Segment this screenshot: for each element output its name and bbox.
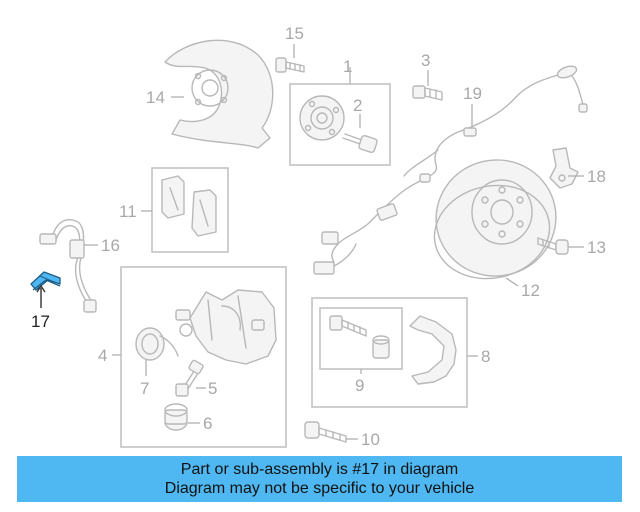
part-8-caliper-bracket[interactable] [409, 315, 457, 385]
part-11-brake-pads[interactable] [161, 175, 217, 237]
callout-18: 18 [587, 167, 606, 186]
leader-lines [36, 44, 584, 440]
part-14-backing-plate[interactable] [164, 39, 274, 149]
part-5-bleeder-screw[interactable] [175, 359, 204, 397]
part-7-boot[interactable] [135, 327, 179, 361]
part-12-brake-rotor[interactable] [425, 149, 566, 289]
callout-15: 15 [285, 24, 304, 43]
callout-16: 16 [101, 236, 120, 255]
part-18-speed-sensor[interactable] [549, 147, 579, 189]
callout-2: 2 [353, 96, 362, 115]
callout-19: 19 [463, 84, 482, 103]
part-4-caliper[interactable] [175, 289, 277, 365]
banner-line-part: Part or sub-assembly is #17 in diagram [180, 461, 459, 478]
callout-1: 1 [343, 57, 352, 76]
part-6-cap[interactable] [164, 403, 188, 431]
part-10-bolt[interactable] [304, 421, 347, 443]
callout-11: 11 [119, 202, 137, 221]
callout-17: 17 [31, 312, 50, 331]
part-1-hub[interactable] [299, 95, 345, 141]
callout-14: 14 [146, 88, 165, 107]
group-box-4 [120, 266, 287, 448]
callout-3: 3 [421, 51, 430, 70]
group-box-11 [151, 167, 229, 253]
callout-8: 8 [481, 347, 490, 366]
part-15-bolt[interactable] [275, 57, 305, 73]
part-3-bolt[interactable] [412, 85, 443, 101]
callout-4: 4 [98, 346, 107, 365]
banner-line-disclaimer: Diagram may not be specific to your vehi… [164, 480, 475, 497]
part-2-wheel-bolt[interactable] [342, 133, 378, 154]
callout-12: 12 [521, 281, 540, 300]
part-17-clip[interactable] [30, 271, 61, 291]
callout-13: 13 [587, 238, 606, 257]
info-banner: Part or sub-assembly is #17 in diagram D… [17, 456, 622, 502]
parts-diagram: 1 2 3 4 5 6 7 8 9 10 11 12 13 14 15 16 1… [30, 24, 606, 449]
part-16-brake-hose[interactable] [39, 219, 97, 313]
group-box-8 [311, 297, 468, 408]
callout-9: 9 [355, 376, 364, 395]
part-19-sensor-harness[interactable] [313, 64, 588, 275]
callout-10: 10 [361, 430, 380, 449]
group-box-1 [289, 83, 391, 166]
callout-6: 6 [203, 414, 212, 433]
part-9-guide-bolt-kit[interactable] [329, 315, 390, 359]
callout-7: 7 [140, 379, 149, 398]
callout-5: 5 [208, 379, 217, 398]
